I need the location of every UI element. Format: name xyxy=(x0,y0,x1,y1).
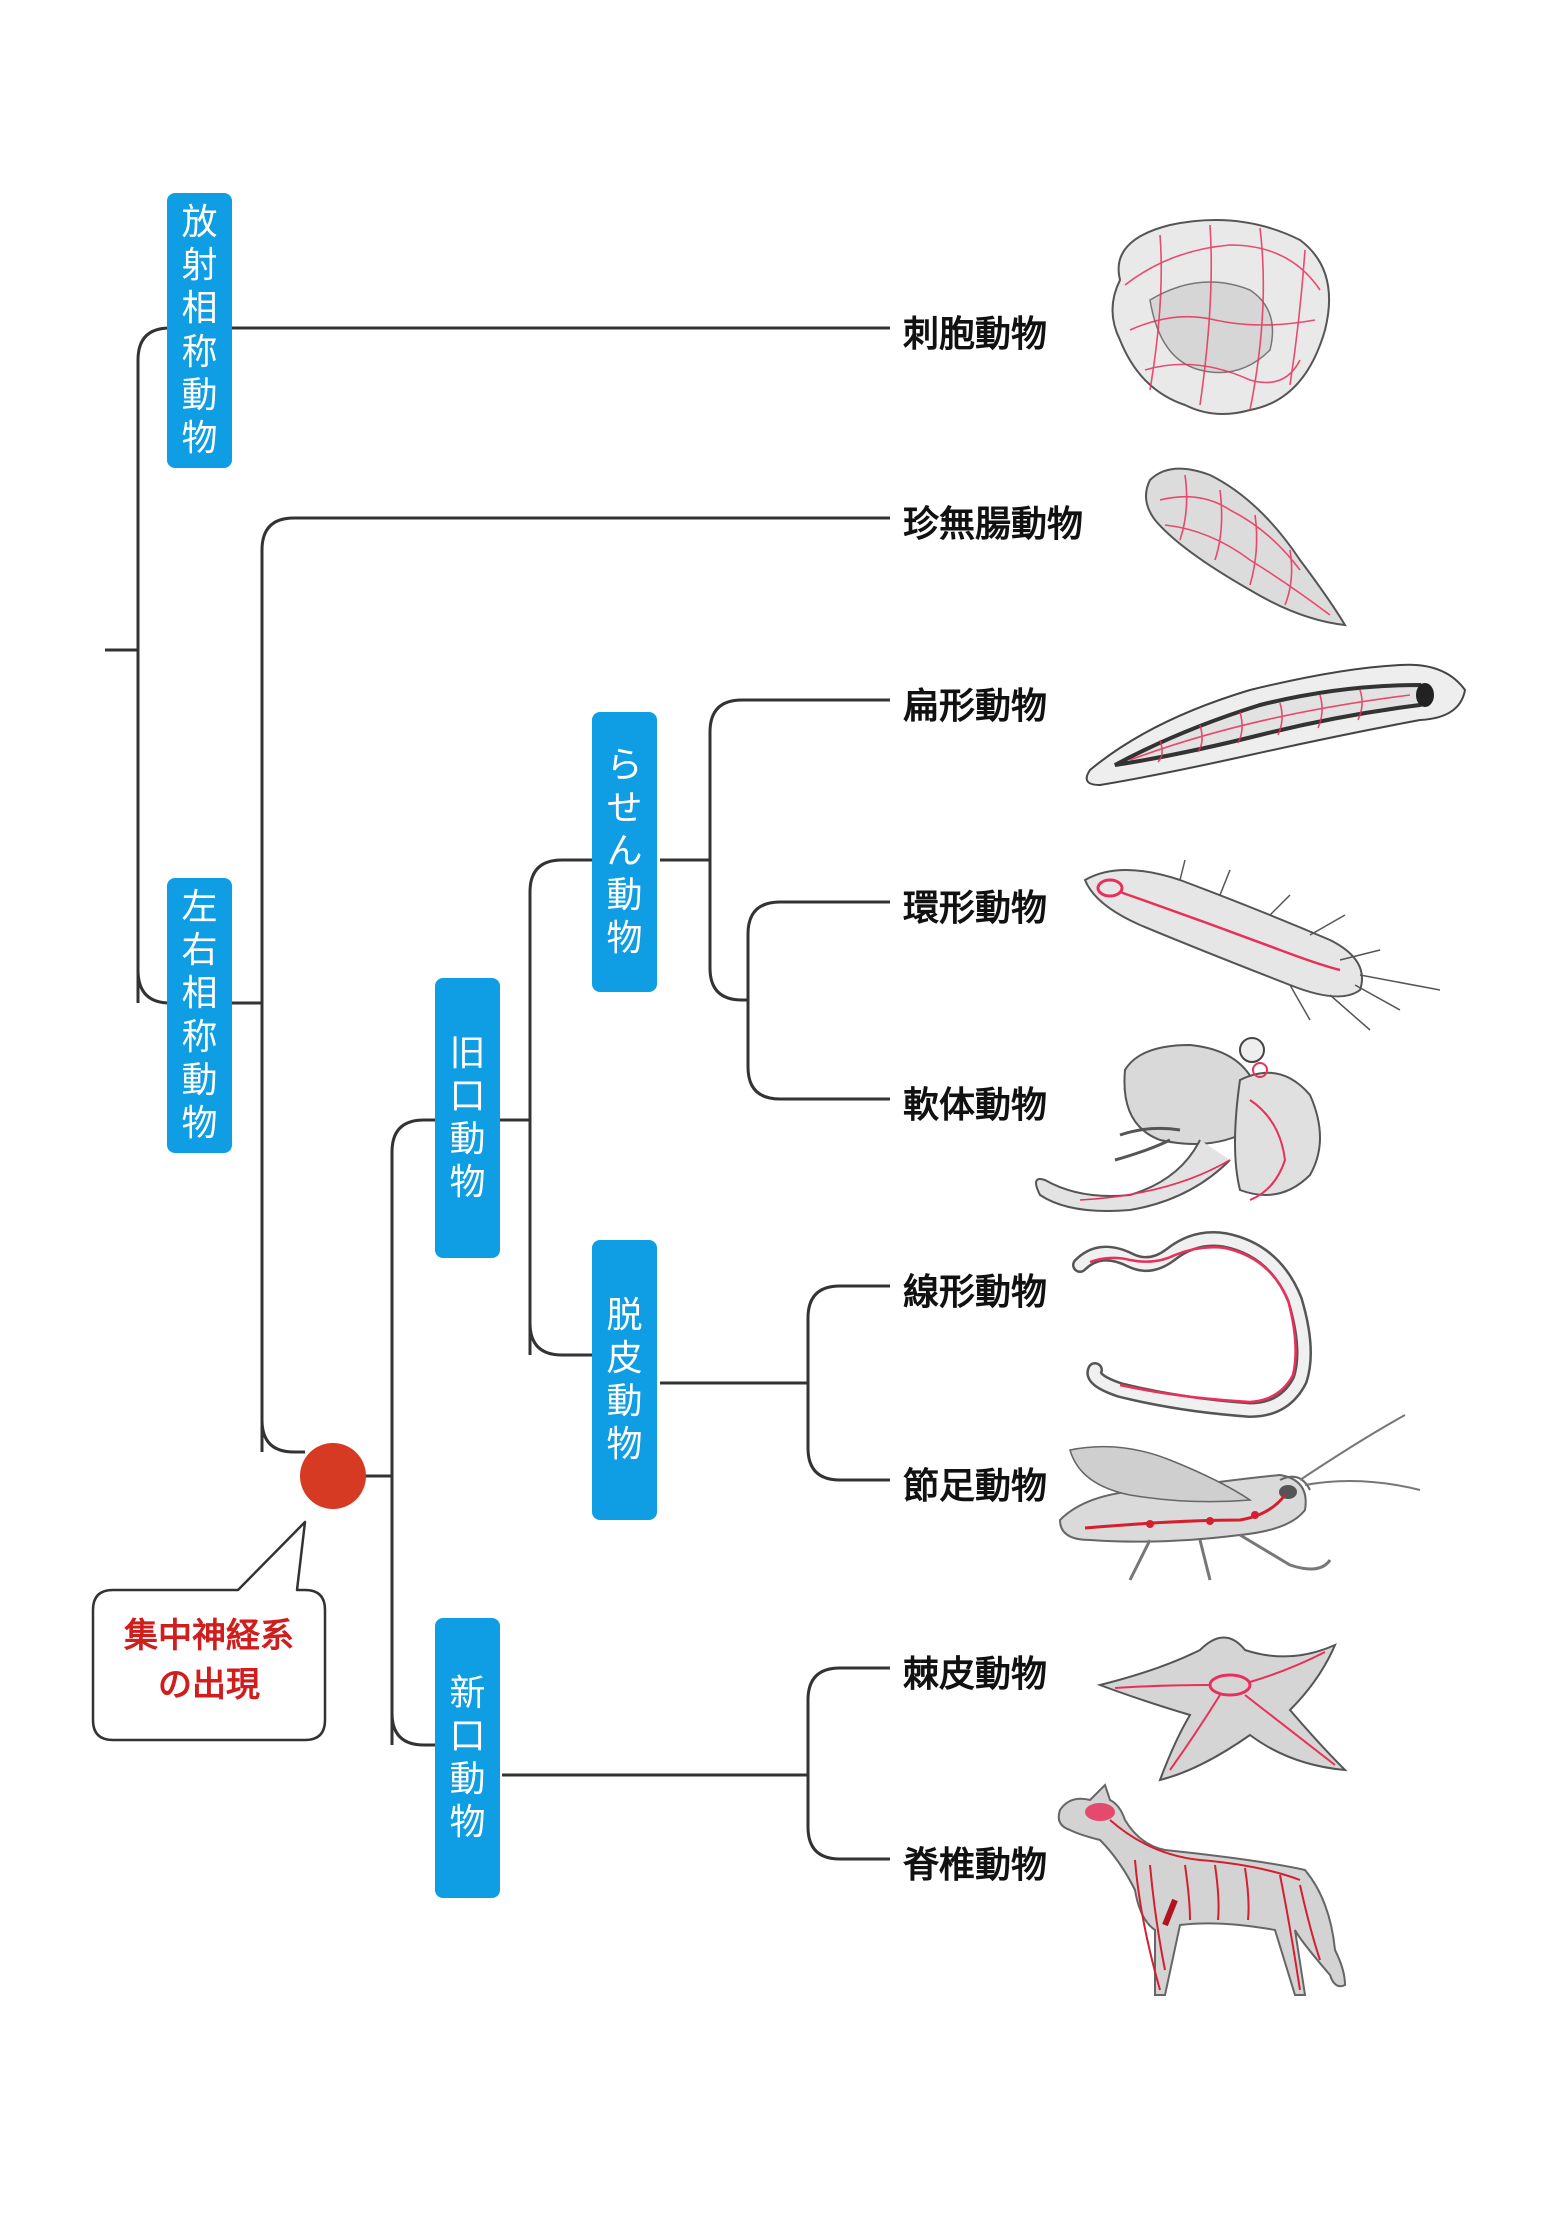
clade-ecdysozoa: 脱皮動物 xyxy=(592,1240,657,1520)
phylum-cnidaria: 刺胞動物 xyxy=(903,314,1048,355)
phylum-arthropoda: 節足動物 xyxy=(903,1466,1048,1507)
clade-spiralia: らせん動物 xyxy=(592,712,657,992)
phylum-echinodermata: 棘皮動物 xyxy=(903,1654,1048,1695)
jellyfish-illustration xyxy=(1111,219,1331,415)
clade-deuterostomia-label: 新口動物 xyxy=(449,1672,486,1844)
octopus-illustration xyxy=(1035,1037,1321,1212)
callout-line-2: の出現 xyxy=(158,1665,260,1706)
acoela-illustration xyxy=(1145,467,1347,627)
annelid-illustration xyxy=(1083,859,1441,1031)
nervous-system-marker xyxy=(300,1443,366,1509)
clade-bilateria-label: 左右相称動物 xyxy=(181,886,218,1144)
nematode-illustration xyxy=(1072,1231,1312,1419)
phylum-acoela: 珍無腸動物 xyxy=(903,504,1084,545)
phylum-mollusca: 軟体動物 xyxy=(903,1085,1048,1126)
callout-bubble xyxy=(91,1520,327,1742)
flatworm-illustration xyxy=(1085,663,1467,787)
tree-lines xyxy=(105,326,890,1861)
phylum-nematoda: 線形動物 xyxy=(903,1272,1048,1313)
dog-illustration xyxy=(1057,1783,1347,1996)
starfish-illustration xyxy=(1096,1636,1348,1782)
phylum-vertebrata: 脊椎動物 xyxy=(903,1845,1048,1886)
clade-protostomia: 旧口動物 xyxy=(435,978,500,1258)
clade-bilateria: 左右相称動物 xyxy=(167,878,232,1153)
grasshopper-illustration xyxy=(1058,1414,1421,1581)
phylum-annelida: 環形動物 xyxy=(903,888,1048,929)
callout-text: 集中神経系 の出現 xyxy=(93,1612,325,1711)
callout-line-1: 集中神経系 xyxy=(124,1616,294,1656)
phylum-platyhelminthes: 扁形動物 xyxy=(903,686,1048,727)
clade-protostomia-label: 旧口動物 xyxy=(449,1032,486,1204)
clade-radiata: 放射相称動物 xyxy=(167,193,232,468)
clade-radiata-label: 放射相称動物 xyxy=(181,201,218,459)
clade-ecdysozoa-label: 脱皮動物 xyxy=(606,1294,643,1466)
clade-spiralia-label: らせん動物 xyxy=(606,745,643,959)
clade-deuterostomia: 新口動物 xyxy=(435,1618,500,1898)
